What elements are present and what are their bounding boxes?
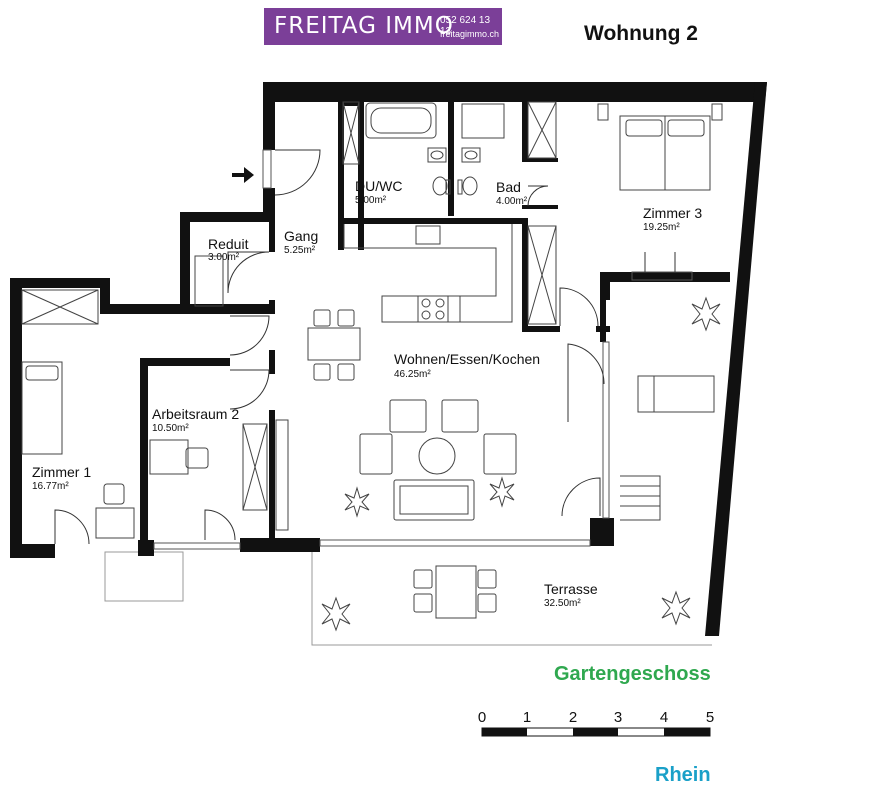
logo-name: FREITAG IMMO [274, 13, 454, 39]
scale-label-0: 0 [477, 709, 487, 726]
room-area-reduit: 3.00m² [208, 252, 240, 263]
sink-icon [427, 147, 447, 163]
room-area-wohnen: 46.25m² [394, 369, 431, 380]
room-area-gang: 5.25m² [284, 245, 316, 256]
scale-label-5: 5 [705, 709, 715, 726]
scale-label-4: 4 [659, 709, 669, 726]
room-label-zimmer3: Zimmer 3 [643, 205, 703, 221]
plant-icon [661, 590, 691, 626]
beds [21, 103, 723, 455]
living-furniture [359, 399, 517, 521]
logo-phone: 052 624 13 13 [440, 15, 491, 37]
stove-icon [417, 295, 449, 323]
room-label-reduit: Reduit [208, 236, 249, 252]
scale-label-2: 2 [568, 709, 578, 726]
page-title: Wohnung 2 [584, 22, 698, 45]
room-label-duwc: DU/WC [355, 178, 403, 194]
sink-icon [415, 225, 441, 245]
room-area-duwc: 5.00m² [355, 195, 387, 206]
plant-icon [344, 486, 370, 518]
wardrobes [21, 101, 557, 531]
room-label-wohnen: Wohnen/Essen/Kochen [394, 351, 541, 367]
scale-label-3: 3 [613, 709, 623, 726]
floor-label: Gartengeschoss [554, 663, 711, 685]
scale-bar [481, 727, 711, 737]
doors [54, 149, 676, 545]
desks [95, 439, 209, 539]
room-label-terrasse: Terrasse [544, 581, 598, 597]
interior-walls [140, 98, 610, 554]
kitchen [343, 224, 513, 323]
terrace-outline [311, 545, 712, 646]
room-area-arbeitsraum2: 10.50m² [152, 423, 189, 434]
shower-icon [461, 103, 505, 139]
room-area-bad: 4.00m² [496, 196, 528, 207]
river-label: Rhein [655, 764, 711, 786]
balcony-outline [104, 551, 184, 602]
room-label-arbeitsraum2: Arbeitsraum 2 [152, 406, 240, 422]
room-label-zimmer1: Zimmer 1 [32, 464, 92, 480]
toilet-icon [432, 176, 448, 196]
room-area-terrasse: 32.50m² [544, 598, 581, 609]
bed-icon [21, 361, 63, 455]
plants [321, 296, 721, 632]
room-label-gang: Gang [284, 228, 319, 244]
plant-icon [321, 596, 351, 632]
windows [153, 149, 693, 550]
scale-label-1: 1 [522, 709, 532, 726]
room-area-zimmer3: 19.25m² [643, 222, 680, 233]
room-area-zimmer1: 16.77m² [32, 481, 69, 492]
dining-table [307, 309, 361, 381]
company-logo: FREITAG IMMO 052 624 13 13 freitagimmo.c… [264, 8, 502, 45]
plant-icon [489, 476, 515, 508]
sink-icon [461, 147, 481, 163]
toilet-icon [462, 176, 478, 196]
terrace-furniture [413, 375, 715, 619]
logo-website: freitagimmo.ch [440, 29, 500, 39]
room-label-bad: Bad [496, 179, 521, 195]
bathroom-fixtures [365, 102, 505, 196]
bathtub-icon [365, 102, 437, 139]
exterior-walls [10, 82, 767, 636]
plant-icon [691, 296, 721, 332]
entrance-arrow-icon [232, 167, 254, 183]
